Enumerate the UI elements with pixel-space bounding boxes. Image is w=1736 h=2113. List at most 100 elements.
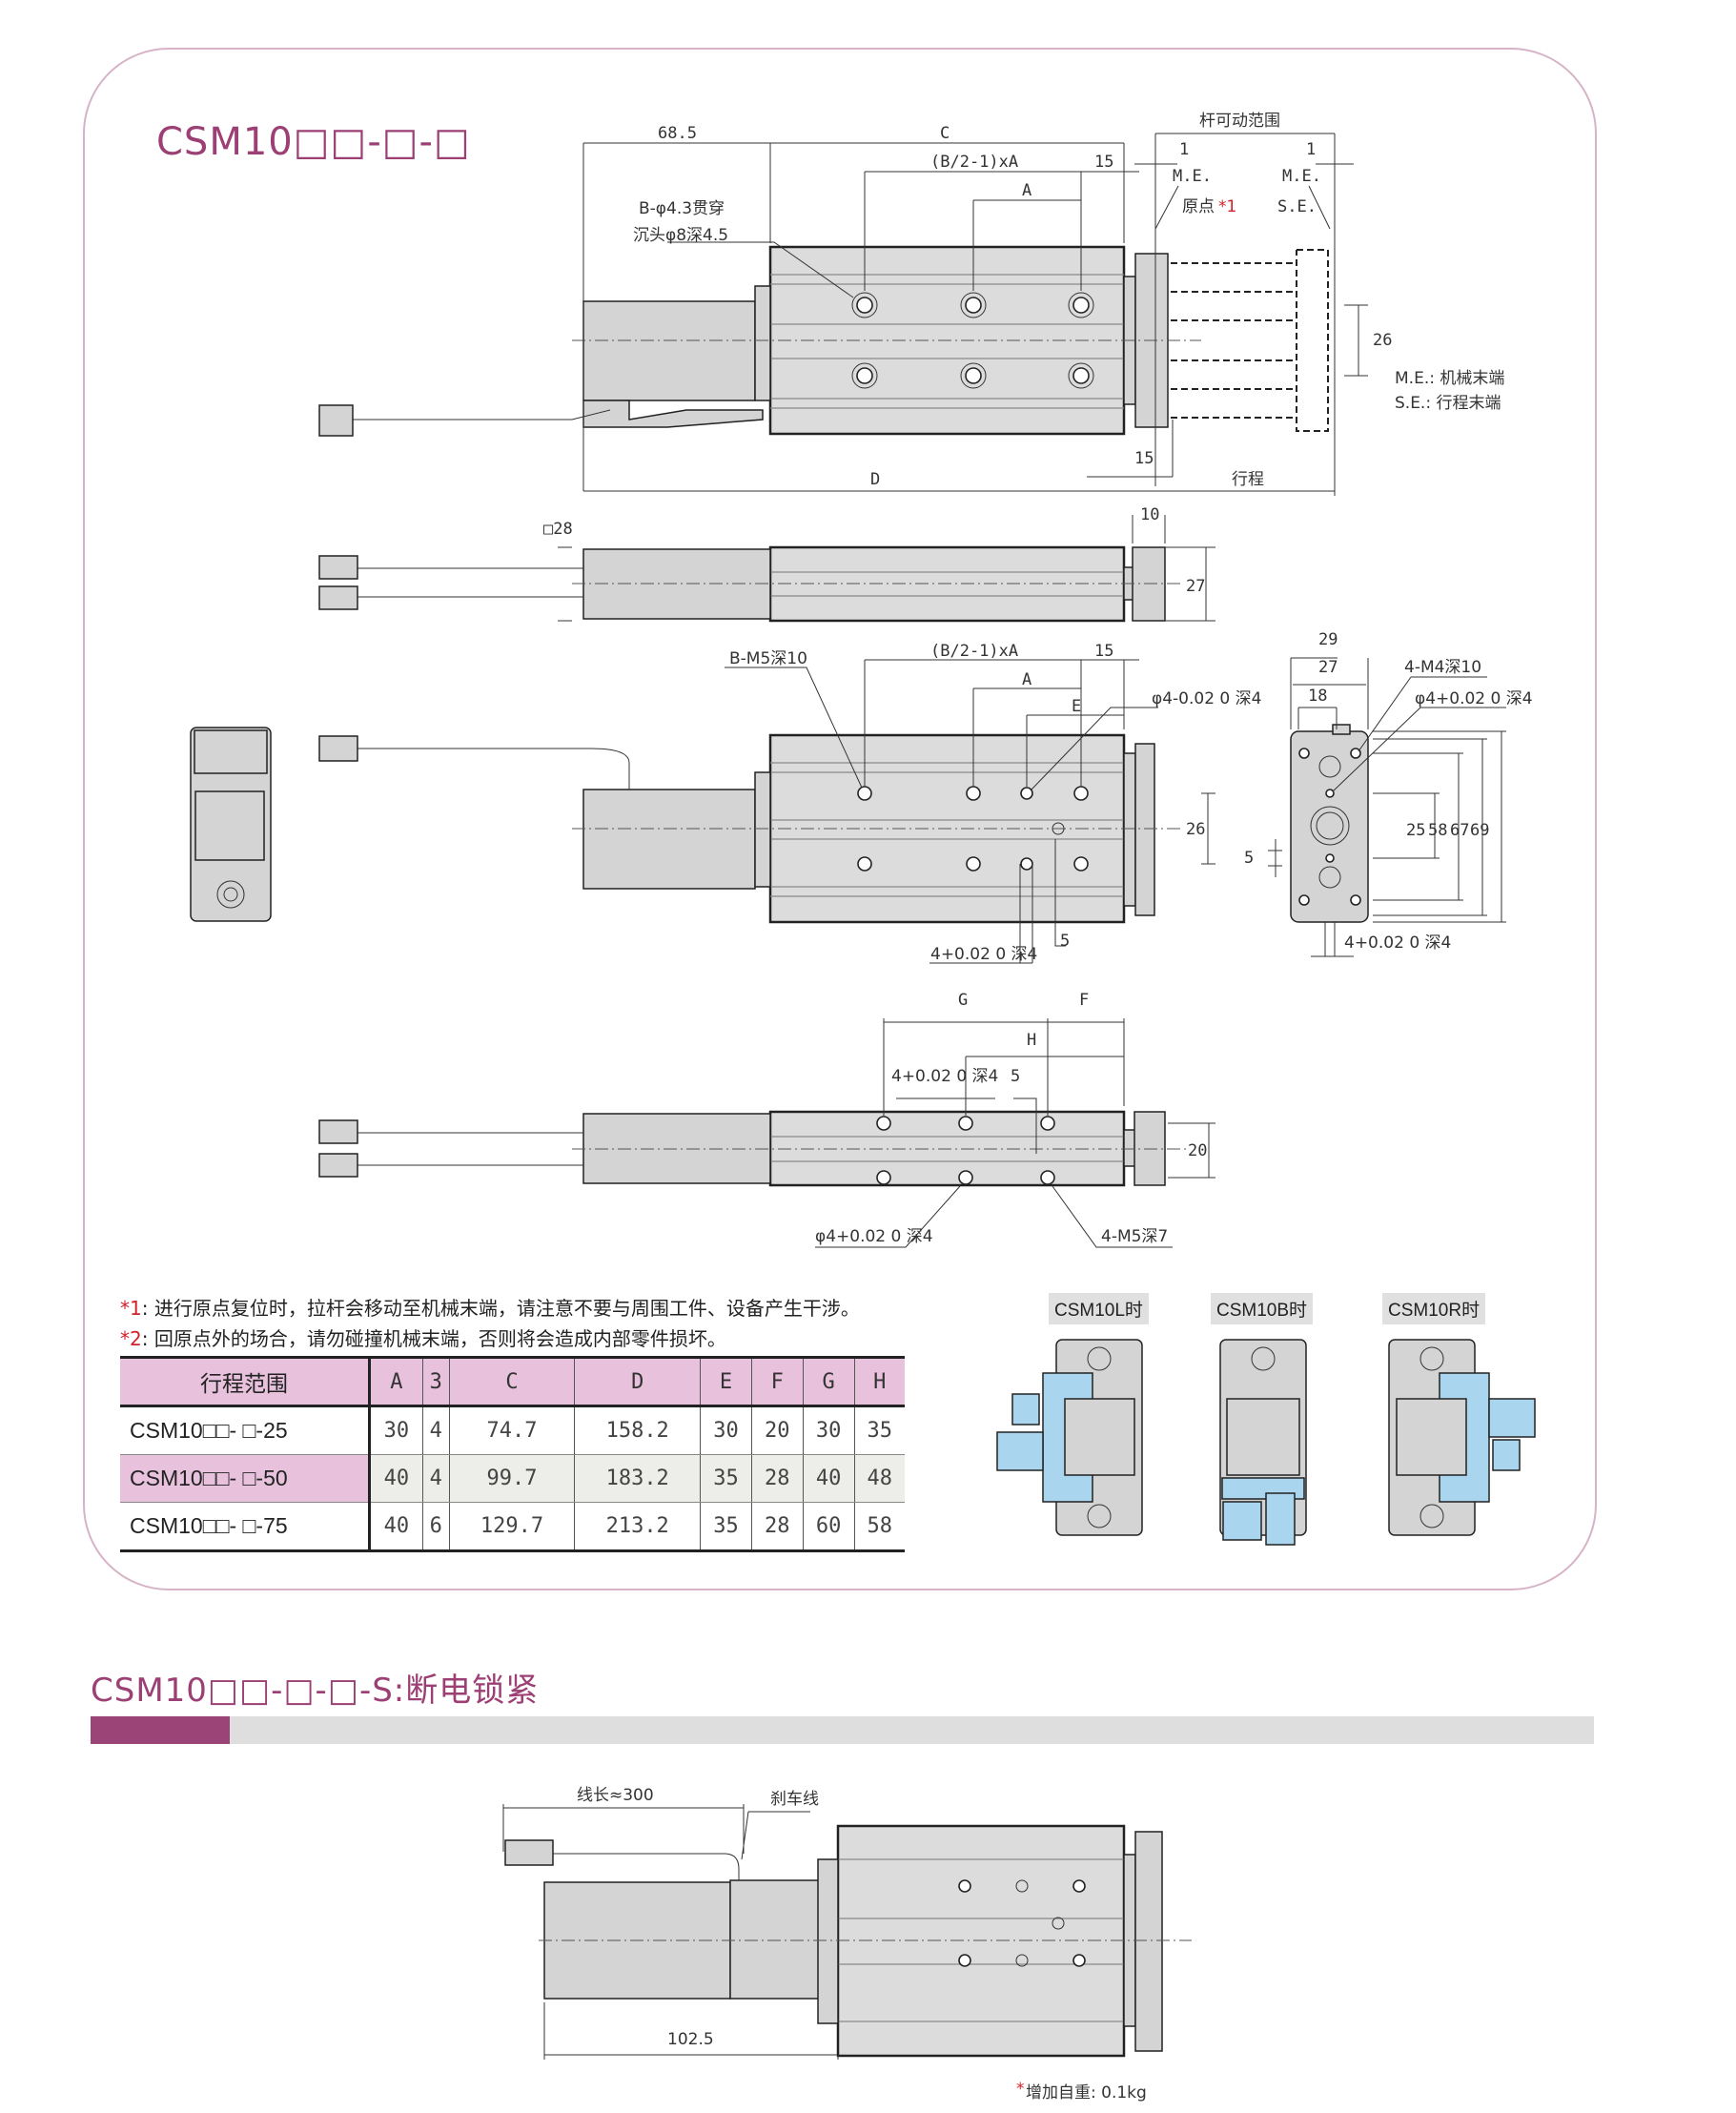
me-label-left: M.E. — [1173, 167, 1212, 186]
dim-5-end: 5 — [1244, 849, 1254, 868]
under-view-drawing: G F H 4+0.02 0 深4 5 20 φ4+0.02 0 深4 4-M5… — [318, 991, 1215, 1248]
connector-view-l — [996, 1339, 1143, 1536]
tapped-hole-note: B-M5深10 — [729, 649, 807, 668]
pin-hole-note-end: φ4+0.02 0 深4 — [1415, 689, 1533, 708]
dim-15-bottom: 15 — [1094, 642, 1113, 661]
value-cell: 35 — [700, 1502, 752, 1552]
value-cell: 213.2 — [574, 1502, 701, 1552]
dim-c: C — [940, 124, 950, 143]
stroke-label: 行程 — [1232, 470, 1264, 489]
value-cell: 74.7 — [448, 1405, 575, 1455]
connector-label-r: CSM10R时 — [1382, 1293, 1486, 1324]
value-cell: 4 — [421, 1454, 450, 1503]
value-cell: 40 — [802, 1454, 855, 1503]
dim-68-5: 68.5 — [658, 124, 697, 143]
weight-note-mark: * — [1016, 2080, 1025, 2099]
slot-note-end: 4+0.02 0 深4 — [1344, 933, 1451, 953]
value-cell: 35 — [700, 1454, 752, 1503]
dim-26-bottom: 26 — [1186, 820, 1205, 839]
dim-a: A — [1022, 181, 1031, 200]
dim-28: □28 — [543, 520, 573, 539]
value-cell: 6 — [421, 1502, 450, 1552]
value-cell: 58 — [853, 1502, 905, 1552]
connector-label-b: CSM10B时 — [1211, 1293, 1314, 1324]
dim-27-end: 27 — [1318, 658, 1338, 677]
note-mark: *2 — [120, 1327, 142, 1350]
dim-29: 29 — [1318, 630, 1338, 649]
origin-label: 原点 — [1182, 197, 1215, 216]
brake-version-drawing: 线长≈300 刹车线 102.5 * 增加自重: 0.1kg — [502, 1786, 1192, 2103]
value-cell: 28 — [750, 1454, 804, 1503]
dim-26: 26 — [1373, 331, 1392, 350]
dim-102-5: 102.5 — [667, 2030, 714, 2049]
mounting-holes — [851, 292, 1094, 389]
column-header: E — [700, 1356, 752, 1407]
dim-58: 58 — [1428, 821, 1447, 840]
value-cell: 40 — [369, 1502, 423, 1552]
column-header: 行程范围 — [120, 1356, 371, 1407]
slot-note: 4+0.02 0 深4 — [930, 945, 1037, 964]
end-view-drawing: 29 27 18 4-M4深10 φ4+0.02 0 深4 25 58 67 6… — [1244, 630, 1533, 957]
se-label: S.E. — [1277, 197, 1317, 216]
dim-10: 10 — [1140, 505, 1159, 524]
value-cell: 183.2 — [574, 1454, 701, 1503]
brake-section-title: CSM10□□-□-□-S:断电锁紧 — [91, 1672, 540, 1710]
column-header: F — [750, 1356, 804, 1407]
note-mark: *1 — [120, 1297, 142, 1320]
column-header: D — [574, 1356, 701, 1407]
dim-5: 5 — [1060, 932, 1070, 951]
dim-e: E — [1072, 697, 1081, 716]
legend-me: M.E.: 机械末端 — [1395, 369, 1504, 388]
value-cell: 30 — [700, 1405, 752, 1455]
value-cell: 30 — [802, 1405, 855, 1455]
model-cell: CSM10□□- □-75 — [120, 1502, 371, 1552]
value-cell: 30 — [369, 1405, 423, 1455]
connector-view-b — [1219, 1339, 1307, 1546]
value-cell: 129.7 — [448, 1502, 575, 1552]
dim-15: 15 — [1094, 153, 1113, 172]
section-accent — [91, 1716, 230, 1744]
column-header: 3 — [421, 1356, 450, 1407]
pin-hole-note-under: φ4+0.02 0 深4 — [815, 1227, 933, 1246]
model-title: CSM10□□-□-□ — [156, 120, 471, 164]
legend-se: S.E.: 行程末端 — [1395, 394, 1501, 413]
dim-15-rod: 15 — [1134, 449, 1154, 468]
value-cell: 20 — [750, 1405, 804, 1455]
added-weight-note: 增加自重: 0.1kg — [1026, 2083, 1147, 2103]
dim-g: G — [958, 991, 968, 1010]
dim-5-under: 5 — [1011, 1067, 1020, 1086]
value-cell: 48 — [853, 1454, 905, 1503]
section1-frame — [83, 48, 1597, 1590]
counterbore-note: 沉头φ8深4.5 — [633, 226, 728, 245]
me-label-right: M.E. — [1282, 167, 1321, 186]
dim-a-bottom: A — [1022, 670, 1031, 689]
dim-f: F — [1079, 991, 1089, 1010]
dim-67: 67 — [1450, 821, 1469, 840]
dim-18: 18 — [1308, 687, 1327, 706]
pin-hole-note: φ4-0.02 0 深4 — [1152, 689, 1261, 708]
model-cell: CSM10□□- □-25 — [120, 1405, 371, 1455]
m4-tap-note: 4-M4深10 — [1404, 658, 1481, 677]
top-view-drawing: 68.5 C (B/2-1)xA 15 A 杆可动范围 1 1 M.E. M.E… — [318, 112, 1504, 496]
model-cell: CSM10□□- □-50 — [120, 1454, 371, 1503]
dim-h: H — [1027, 1031, 1036, 1050]
value-cell: 40 — [369, 1454, 423, 1503]
dim-20: 20 — [1188, 1141, 1207, 1160]
dim-b2-a: (B/2-1)xA — [930, 153, 1018, 172]
column-header: G — [802, 1356, 855, 1407]
dim-d: D — [870, 470, 880, 489]
value-cell: 4 — [421, 1405, 450, 1455]
brake-wire-label: 刹车线 — [770, 1790, 819, 1809]
bottom-view-drawing: B-M5深10 (B/2-1)xA 15 A E φ4-0.02 0 深4 26… — [190, 642, 1261, 964]
section-divider-bar — [91, 1716, 1594, 1744]
dim-25: 25 — [1406, 821, 1425, 840]
table-header-row: 行程范围 A 3 C D E F G H — [120, 1356, 905, 1407]
note-text: : 回原点外的场合，请勿碰撞机械末端，否则将会造成内部零件损坏。 — [141, 1327, 726, 1350]
note-2: *2: 回原点外的场合，请勿碰撞机械末端，否则将会造成内部零件损坏。 — [120, 1323, 726, 1351]
